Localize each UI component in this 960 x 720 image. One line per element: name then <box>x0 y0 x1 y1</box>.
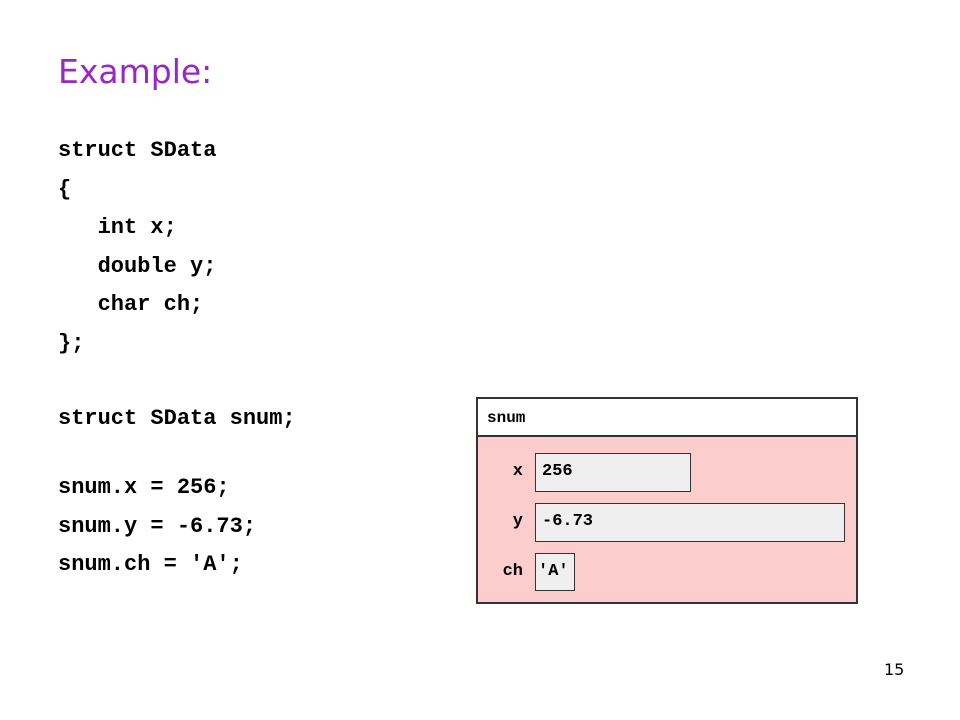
field-value-ch: 'A' <box>535 553 575 591</box>
field-label-x: x <box>512 462 523 481</box>
memory-body: x 256 y -6.73 ch 'A' <box>478 437 856 602</box>
code-line-assign-ch: snum.ch = 'A'; <box>58 552 243 577</box>
memory-diagram: snum x 256 y -6.73 ch 'A' <box>476 397 858 604</box>
field-value-x: 256 <box>535 453 691 492</box>
code-line-assign-y: snum.y = -6.73; <box>58 514 257 539</box>
code-line-double-y: double y; <box>58 254 217 279</box>
code-line-char-ch: char ch; <box>58 292 204 317</box>
field-label-y: y <box>512 512 523 531</box>
field-value-y: -6.73 <box>535 503 845 542</box>
memory-variable-name: snum <box>487 409 526 427</box>
code-line-struct-decl: struct SData <box>58 138 217 163</box>
code-line-open-brace: { <box>58 177 72 202</box>
code-line-close-brace: }; <box>58 331 85 356</box>
code-line-var-decl: struct SData snum; <box>58 406 296 431</box>
code-line-int-x: int x; <box>58 215 177 240</box>
slide-title: Example: <box>58 52 213 91</box>
page-number: 15 <box>884 660 905 679</box>
field-label-ch: ch <box>502 562 523 581</box>
memory-header: snum <box>478 399 856 437</box>
code-line-assign-x: snum.x = 256; <box>58 475 230 500</box>
